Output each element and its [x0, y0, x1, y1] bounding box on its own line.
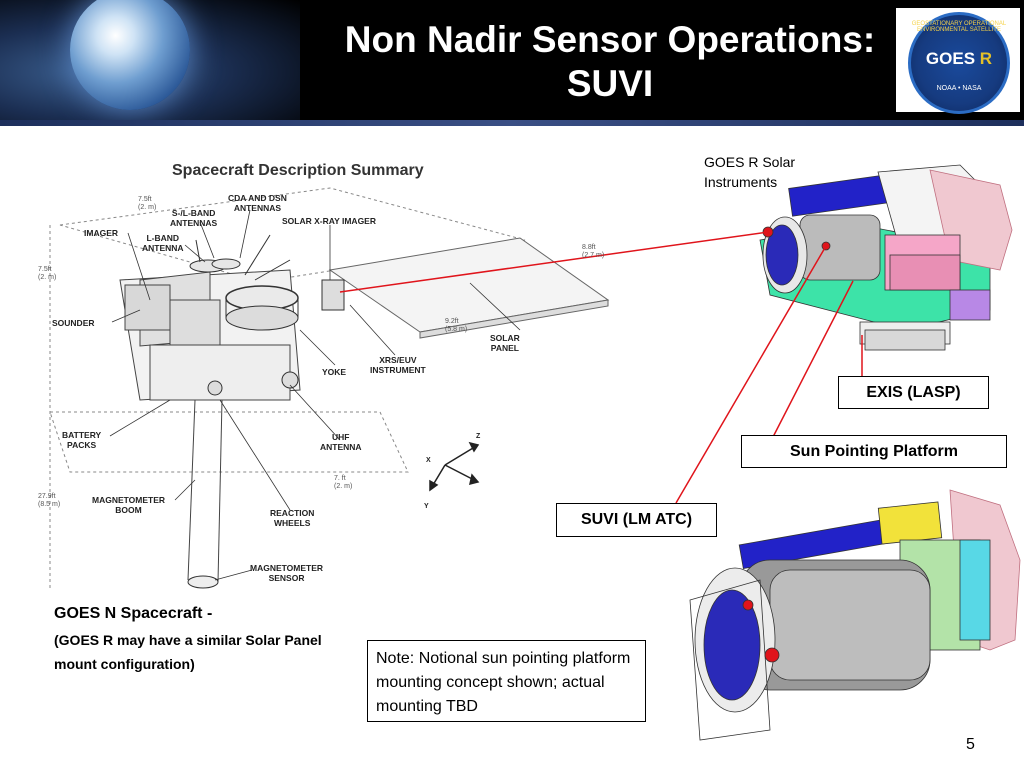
note-box: Note: Notional sun pointing platform mou… — [367, 640, 646, 722]
measure-2: 7.5ft (2. m) — [38, 266, 57, 281]
measure-4: 9.2ft (5.8 m) — [445, 318, 468, 333]
label-imager: IMAGER — [84, 228, 118, 238]
axis-y-label: Y — [424, 503, 429, 510]
goes-n-spacecraft-drawing — [49, 187, 610, 590]
logo-main: GOES — [925, 49, 976, 68]
slide-title: Non Nadir Sensor Operations: SUVI — [280, 18, 940, 106]
measure-1: 7.5ft (2. m) — [138, 196, 157, 211]
logo-arc-text: GEOSTATIONARY OPERATIONAL ENVIRONMENTAL … — [911, 21, 1007, 33]
solar-instruments-model-top — [759, 164, 1013, 351]
header-stripe — [0, 120, 1024, 126]
title-line-2: SUVI — [566, 63, 654, 104]
goes-r-logo: GEOSTATIONARY OPERATIONAL ENVIRONMENTAL … — [896, 8, 1020, 114]
spacecraft-caption: GOES N Spacecraft - — [54, 605, 213, 622]
logo-agencies: NOAA • NASA — [936, 85, 982, 92]
axis-x-label: X — [426, 457, 431, 464]
label-cda-dsn: CDA AND DSN ANTENNAS — [228, 193, 287, 213]
label-mag-sensor: MAGNETOMETER SENSOR — [250, 563, 324, 583]
label-uhf: UHF ANTENNA — [320, 432, 362, 452]
callout-suvi: SUVI (LM ATC) — [556, 503, 717, 537]
earth-globe-image — [70, 0, 190, 110]
measure-6: 27.9ft (8.5 m) — [38, 493, 61, 508]
callout-exis: EXIS (LASP) — [838, 376, 989, 409]
callout-sun-pointing-platform: Sun Pointing Platform — [741, 435, 1007, 468]
label-sounder: SOUNDER — [52, 318, 95, 328]
label-solar-panel: SOLAR PANEL — [490, 333, 520, 353]
label-reaction-wheels: REACTION WHEELS — [270, 508, 315, 528]
label-solar-xray: SOLAR X-RAY IMAGER — [282, 216, 376, 226]
label-sl-band: S-/L-BAND ANTENNAS — [170, 208, 218, 228]
logo-text: GOES R — [911, 49, 1007, 69]
callout-lines — [339, 231, 863, 504]
diagram-title: Spacecraft Description Summary — [172, 162, 424, 179]
title-line-1: Non Nadir Sensor Operations: — [344, 19, 876, 60]
label-mag-boom: MAGNETOMETER BOOM — [92, 495, 166, 515]
label-yoke: YOKE — [322, 367, 347, 377]
coordinate-axes — [429, 441, 480, 492]
logo-letter: R — [979, 49, 993, 68]
axis-z-label: Z — [476, 433, 481, 440]
label-battery: BATTERY PACKS — [62, 430, 102, 450]
suvi-instrument-model-bottom — [689, 489, 1021, 741]
label-xrs-euv: XRS/EUV INSTRUMENT — [370, 355, 426, 375]
logo-emblem: GEOSTATIONARY OPERATIONAL ENVIRONMENTAL … — [908, 12, 1010, 114]
measure-3: 8.8ft (2.7 m) — [582, 244, 605, 259]
spacecraft-caption-note: (GOES R may have a similar Solar Panel m… — [54, 632, 322, 672]
measure-5: 7. ft (2. m) — [334, 475, 353, 490]
page-number: 5 — [966, 736, 975, 753]
label-l-band: L-BAND ANTENNA — [142, 233, 184, 253]
solar-instruments-label: GOES R Solar Instruments — [704, 154, 796, 190]
slide-header: Non Nadir Sensor Operations: SUVI GEOSTA… — [0, 0, 1024, 120]
